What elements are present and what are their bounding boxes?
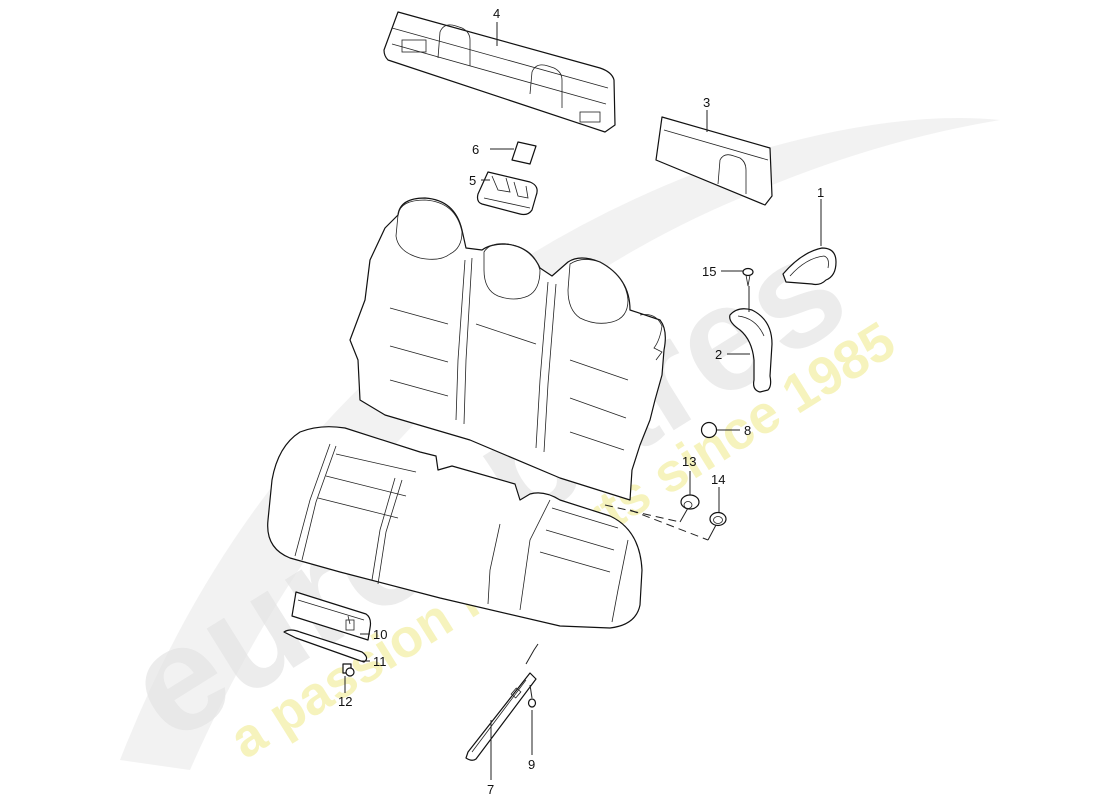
- callout-4[interactable]: 4: [493, 6, 500, 21]
- part-1-headrest-cover[interactable]: [782, 247, 837, 286]
- callout-13[interactable]: 13: [682, 454, 696, 469]
- part-11-trim-strip[interactable]: [283, 629, 368, 663]
- callout-11[interactable]: 11: [373, 654, 387, 669]
- callout-8[interactable]: 8: [744, 423, 751, 438]
- callout-leaders: [344, 22, 822, 780]
- callout-7[interactable]: 7: [487, 782, 494, 797]
- callout-15[interactable]: 15: [702, 264, 716, 279]
- part-14-cap[interactable]: [709, 511, 727, 527]
- seat-cushion[interactable]: [267, 426, 643, 629]
- part-7-strap[interactable]: [465, 643, 539, 761]
- leader-line: [707, 524, 717, 541]
- part-4-rear-panel[interactable]: [383, 11, 616, 133]
- callout-5[interactable]: 5: [469, 173, 476, 188]
- callout-14[interactable]: 14: [711, 472, 725, 487]
- assembly-line: [629, 509, 709, 541]
- seat-backrest[interactable]: [349, 197, 666, 501]
- part-5-guide-bracket[interactable]: [476, 171, 538, 216]
- part-2-trim-bracket[interactable]: [729, 286, 773, 393]
- callout-6[interactable]: 6: [472, 142, 479, 157]
- part-3-rear-panel[interactable]: [655, 116, 773, 206]
- callout-9[interactable]: 9: [528, 757, 535, 772]
- callout-12[interactable]: 12: [338, 694, 352, 709]
- part-9-screw[interactable]: [527, 684, 537, 708]
- part-10-side-trim[interactable]: [291, 591, 372, 641]
- callout-labels: 4 3 6 5 1 15 2 8 13 14 10 11 12 7 9: [338, 6, 824, 797]
- part-12-clip[interactable]: [342, 663, 355, 677]
- callout-1[interactable]: 1: [817, 185, 824, 200]
- callout-3[interactable]: 3: [703, 95, 710, 110]
- callout-2[interactable]: 2: [715, 347, 722, 362]
- callout-10[interactable]: 10: [373, 627, 387, 642]
- leader-line: [679, 507, 689, 523]
- part-13-nut[interactable]: [680, 494, 700, 510]
- part-15-screw[interactable]: [742, 267, 754, 287]
- watermark-swoosh: [120, 118, 1000, 770]
- part-6-label-patch[interactable]: [511, 141, 537, 165]
- part-8-grommet[interactable]: [700, 421, 718, 439]
